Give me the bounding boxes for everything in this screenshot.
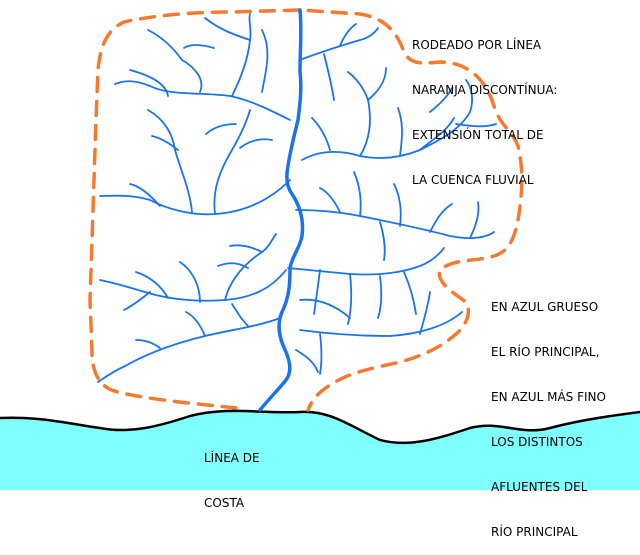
- tributaries: [97, 13, 497, 383]
- coast-caption-line-2: COSTA: [204, 496, 245, 510]
- coast-caption: LÍNEA DE COSTA: [204, 421, 260, 526]
- basin-caption-line-3: EXTENSIÓN TOTAL DE: [412, 128, 544, 142]
- river-caption-line-5: AFLUENTES DEL: [491, 480, 588, 494]
- river-caption-line-1: EN AZUL GRUESO: [491, 300, 599, 314]
- basin-boundary: [88, 8, 524, 412]
- river-caption: EN AZUL GRUESO EL RÍO PRINCIPAL, EN AZUL…: [491, 270, 606, 555]
- sea-area: [0, 410, 640, 490]
- diagram-canvas: [0, 8, 640, 490]
- basin-caption-line-2: NARANJA DISCONTÍNUA:: [412, 83, 558, 97]
- river-caption-line-6: RÍO PRINCIPAL: [491, 525, 578, 539]
- main-river: [258, 8, 305, 412]
- river-caption-line-3: EN AZUL MÁS FINO: [491, 390, 606, 404]
- basin-caption: RODEADO POR LÍNEA NARANJA DISCONTÍNUA: E…: [412, 8, 557, 203]
- river-caption-line-2: EL RÍO PRINCIPAL,: [491, 345, 600, 359]
- basin-caption-line-1: RODEADO POR LÍNEA: [412, 38, 542, 52]
- coastline: [0, 409, 640, 445]
- river-caption-line-4: LOS DISTINTOS: [491, 435, 583, 449]
- drainage-basin-diagram: [0, 8, 640, 490]
- basin-caption-line-4: LA CUENCA FLUVIAL: [412, 173, 534, 187]
- coast-caption-line-1: LÍNEA DE: [204, 451, 260, 465]
